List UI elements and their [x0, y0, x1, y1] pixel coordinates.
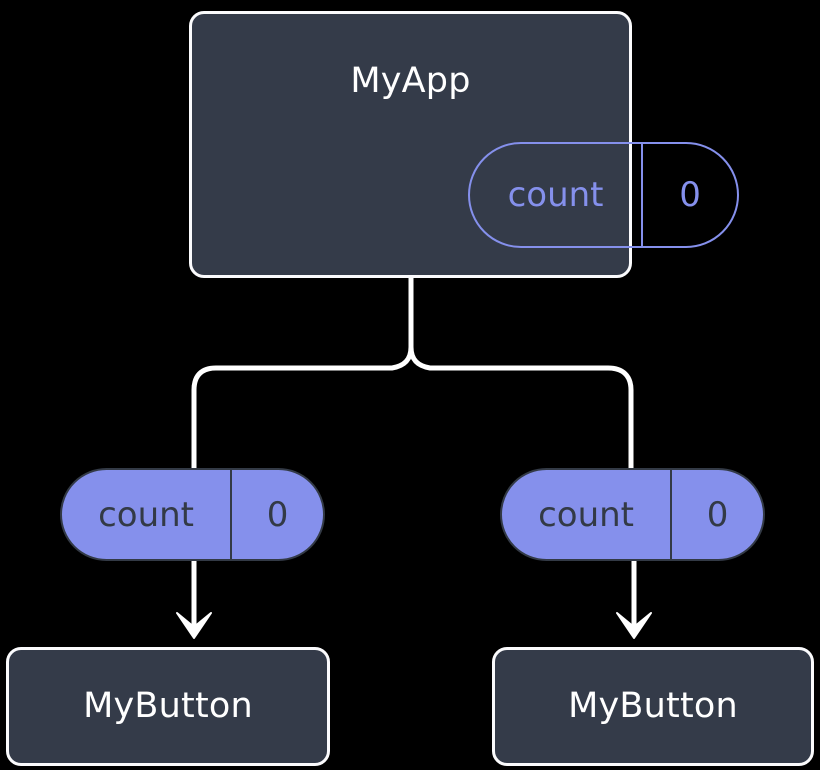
component-node-myapp[interactable]: MyApp count 0	[189, 11, 739, 278]
prop-pill-key: count	[538, 494, 635, 535]
component-title: MyApp	[350, 61, 471, 101]
component-title: MyButton	[568, 686, 738, 726]
state-pill-count[interactable]: count 0	[468, 142, 739, 248]
prop-pill-count-right[interactable]: count 0	[500, 468, 765, 561]
prop-pill-value: 0	[670, 470, 763, 559]
connector-branch-left	[191, 344, 414, 471]
component-title: MyButton	[83, 686, 253, 726]
component-node-mybutton-right[interactable]: MyButton	[492, 647, 814, 766]
prop-pill-count-left[interactable]: count 0	[60, 468, 325, 561]
prop-pill-key: count	[98, 494, 195, 535]
connector-branch-right	[408, 344, 634, 471]
prop-pill-value: 0	[230, 470, 323, 559]
component-node-mybutton-left[interactable]: MyButton	[6, 647, 330, 766]
state-pill-value: 0	[641, 144, 737, 246]
state-pill-key: count	[507, 175, 604, 215]
arrow-head-left	[176, 612, 212, 639]
arrow-head-right	[616, 612, 652, 639]
